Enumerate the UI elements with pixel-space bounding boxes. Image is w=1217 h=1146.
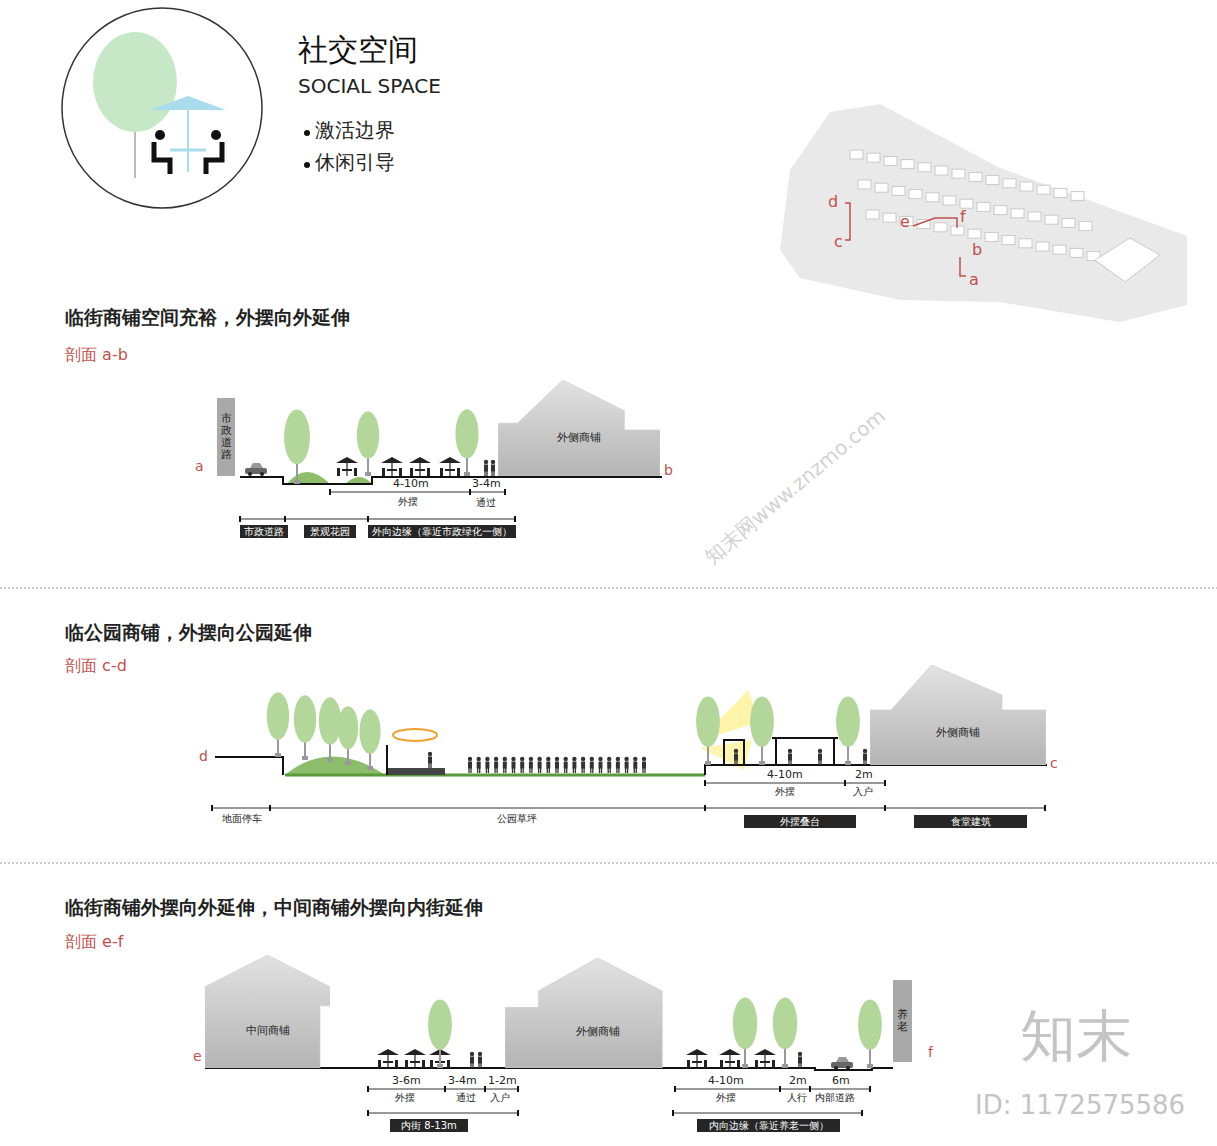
zone-band: 市政道路 [240,525,288,538]
section-letter: a [195,458,204,475]
label: 内部道路 [815,1092,855,1104]
label: 地面停车 [222,813,262,825]
node-text: 外侧商铺 [498,430,660,445]
building-outline [205,955,330,1068]
node-text: 养老 [897,1009,908,1033]
building-section: 中间商铺 [205,955,330,1068]
label: 通过 [456,1092,476,1104]
label: 1-2m [488,1074,517,1087]
building-section: 外侧商铺 [870,665,1046,765]
label: 4-10m [767,768,803,781]
label: 外摆 [775,786,795,798]
zone-band: 外摆叠台 [744,815,856,828]
section-letter: c [834,232,843,251]
building-outline [505,958,690,1068]
zone-band: 景观花园 [304,525,356,538]
building-outline [870,665,1046,765]
section-letter: e [193,1048,202,1065]
label: 休闲引导 [315,150,395,174]
label: 2m [855,768,873,781]
label: 剖面 c-d [65,656,127,675]
label: 临街商铺空间充裕，外摆向外延伸 [65,306,350,329]
zone-band: 食堂建筑 [914,815,1027,828]
node-text: 内向边缘（靠近养老一侧） [709,1120,829,1131]
section-letter: b [664,462,673,479]
label: 外摆 [398,496,418,508]
label: 剖面 e-f [65,932,123,951]
section-letter: a [969,270,979,289]
label: 3-4m [448,1074,477,1087]
node-text: 市政道路 [244,526,284,537]
watermark: 知末网www.znzmo.com [700,404,890,569]
label: 人行 [787,1092,807,1104]
label: 通过 [476,497,496,509]
label: 公园草坪 [497,813,537,825]
label: 3-6m [392,1074,421,1087]
section-letter: e [900,212,910,231]
node-text: 中间商铺 [205,1023,330,1038]
section-letter: f [960,207,966,226]
building-outline [498,380,660,476]
label: 4-10m [393,477,429,490]
section-letter: c [1050,755,1058,772]
label: 2m [789,1074,807,1087]
side-bar: 养老 [893,980,912,1062]
node-text: 外侧商铺 [870,725,1046,740]
node-text: 市政道路 [221,413,232,461]
label: 知末 [1020,1002,1132,1069]
label: 临公园商铺，外摆向公园延伸 [65,621,312,644]
label: 外摆 [395,1092,415,1104]
node-text: 景观花园 [310,526,350,537]
label: 剖面 a-b [65,345,128,364]
zone-band: 内向边缘（靠近养老一侧） [697,1119,840,1132]
section-letter: d [199,748,208,765]
section-letter: b [972,240,982,259]
label: 入户 [853,786,873,798]
building-section: 外侧商铺 [505,958,690,1068]
node-text: 食堂建筑 [951,816,991,827]
label: 外摆 [716,1092,736,1104]
label: SOCIAL SPACE [298,74,441,98]
node-text: 外向边缘（靠近市政绿化一侧） [372,526,512,537]
label: 6m [832,1074,850,1087]
node-text: 外侧商铺 [505,1024,690,1039]
label: 入户 [490,1092,510,1104]
title: 社交空间 [298,32,418,68]
zone-band: 内街 8-13m [390,1119,468,1132]
side-bar: 市政道路 [217,398,235,476]
label: 临街商铺外摆向外延伸，中间商铺外摆向内街延伸 [65,896,483,919]
zone-band: 外向边缘（靠近市政绿化一侧） [368,525,516,538]
label: 激活边界 [315,118,395,142]
section-letter: f [928,1044,933,1061]
node-text: 内街 8-13m [401,1120,457,1131]
label: 4-10m [708,1074,744,1087]
building-section: 外侧商铺 [498,380,660,476]
label: 3-4m [472,477,501,490]
label: ID: 1172575586 [975,1090,1185,1121]
section-letter: d [828,192,838,211]
node-text: 外摆叠台 [780,816,820,827]
